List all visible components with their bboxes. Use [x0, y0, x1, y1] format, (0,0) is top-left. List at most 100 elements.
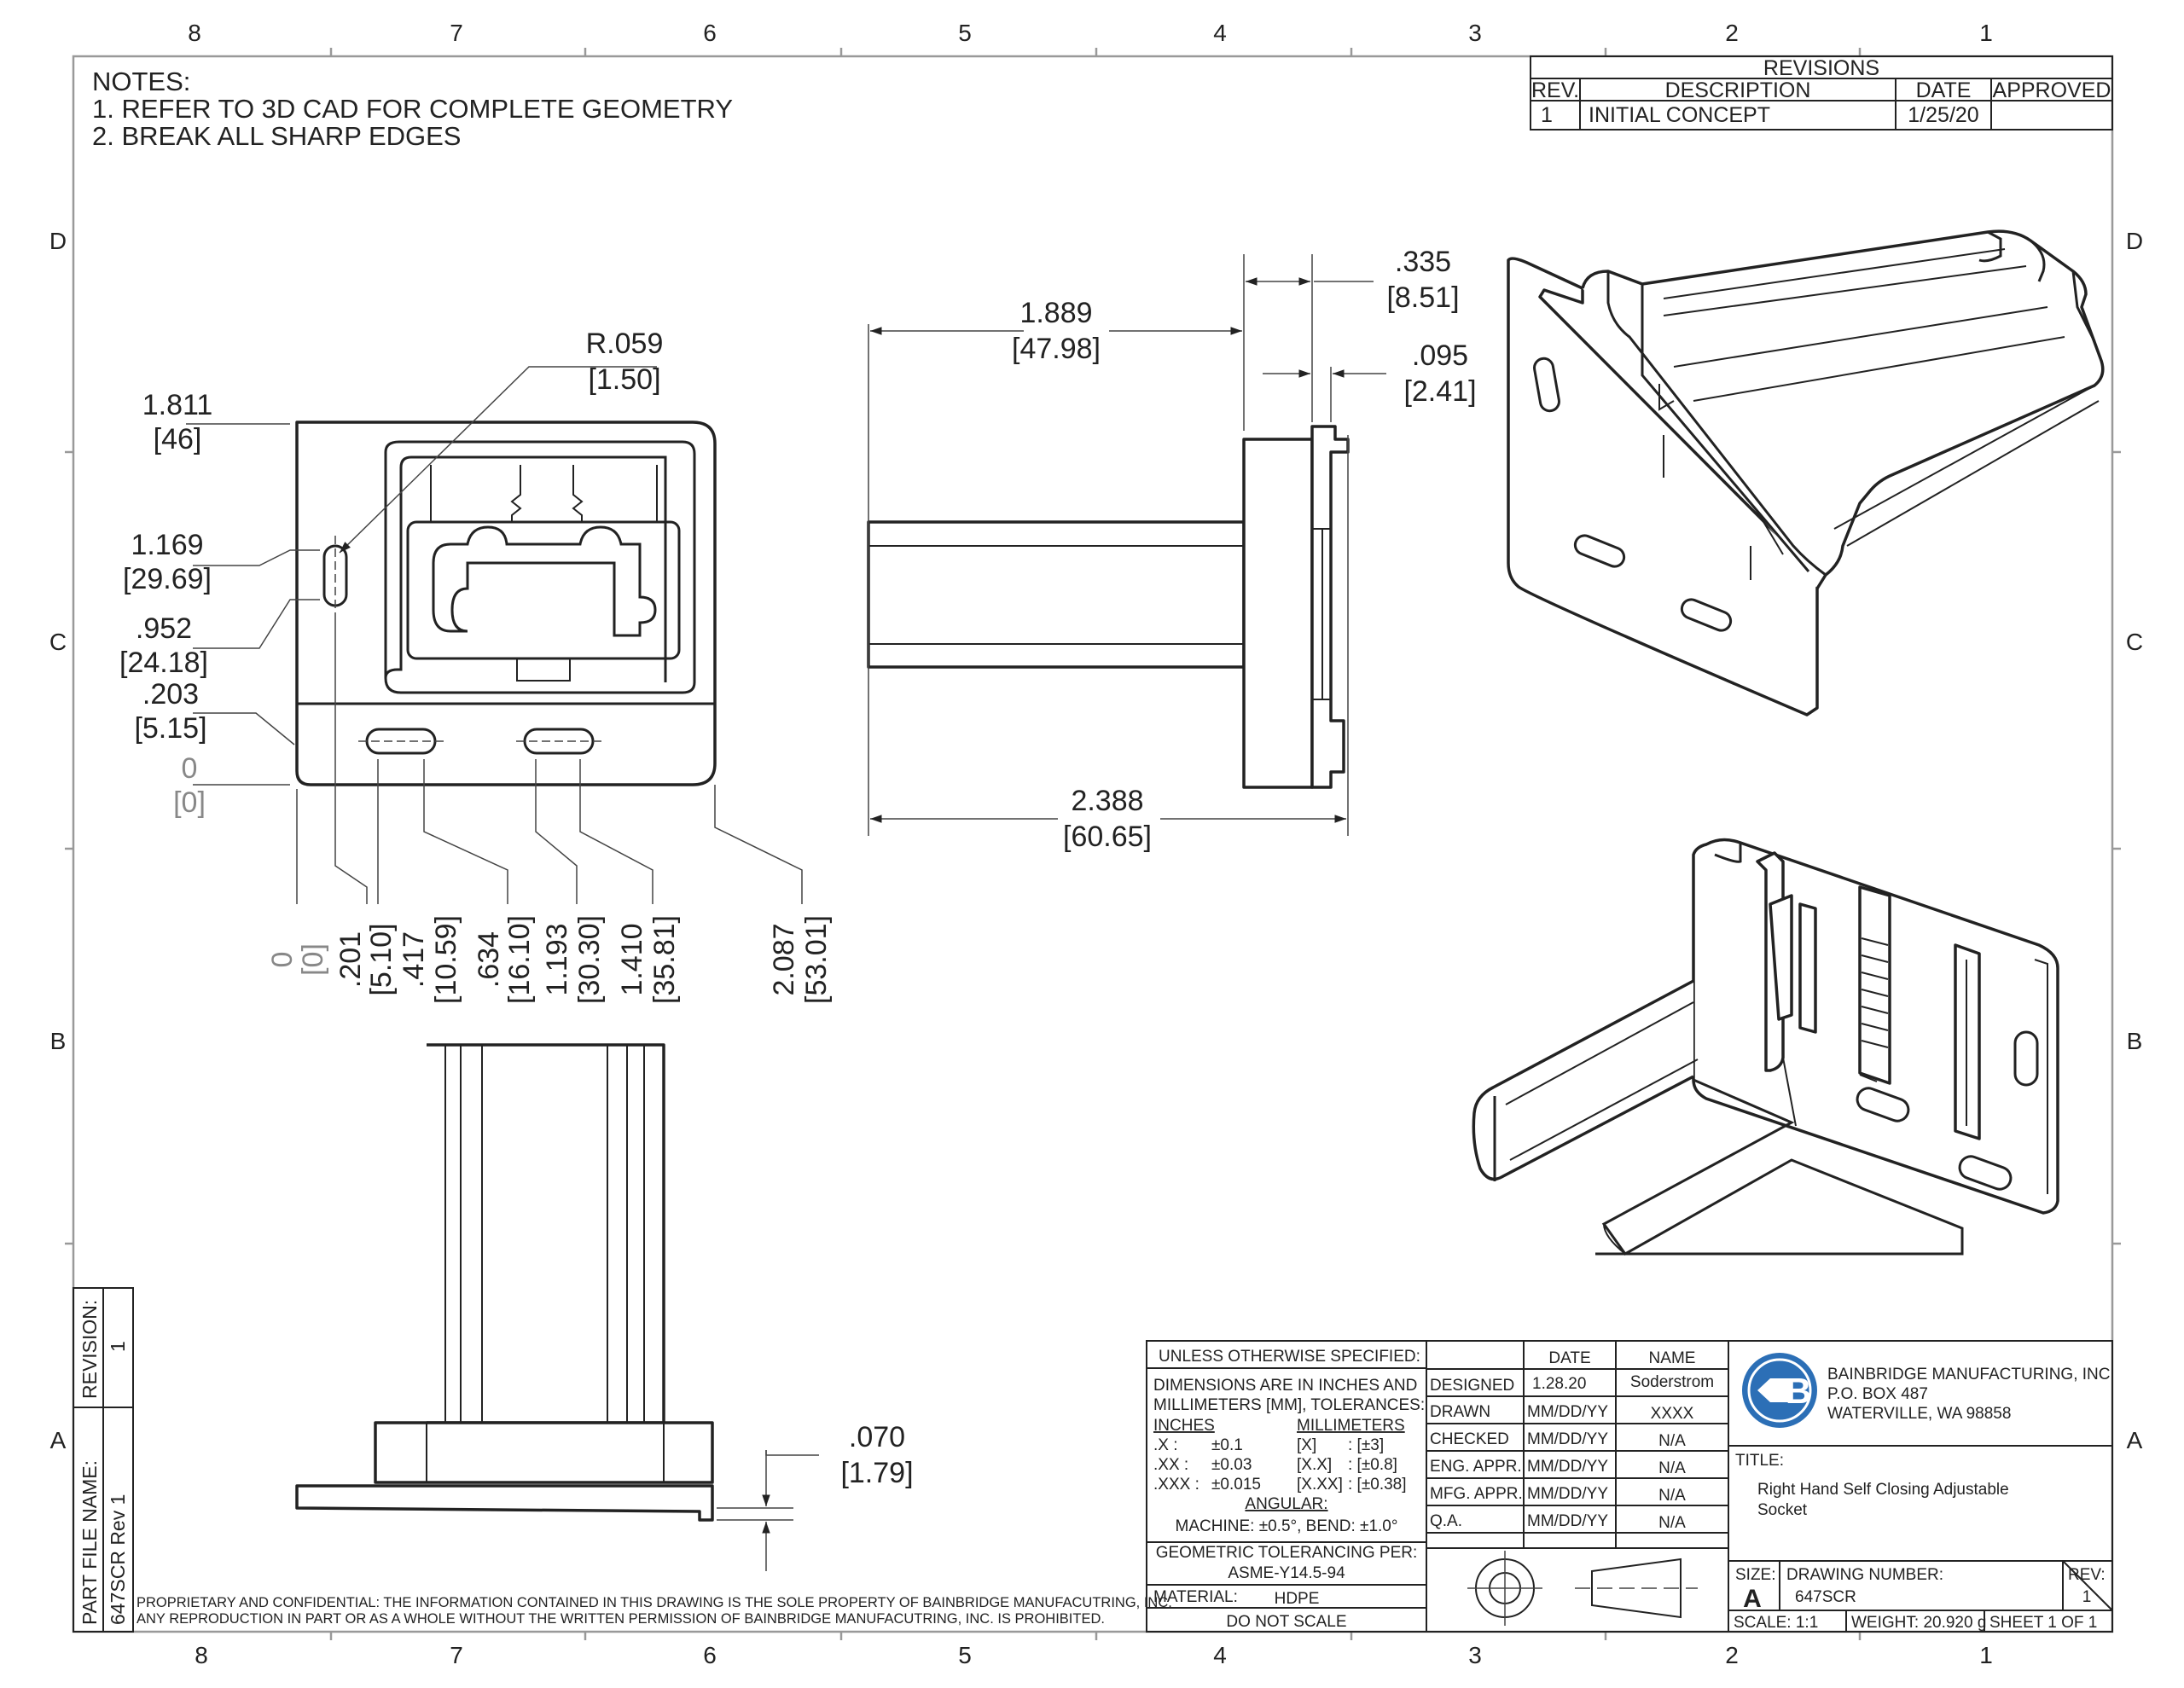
zone-col-label: 5	[958, 1642, 972, 1668]
dim-side-in: 1.889	[1019, 297, 1092, 329]
dim-side-in: 2.388	[1071, 785, 1143, 817]
dim-bottom-in: .417	[398, 931, 430, 988]
zone-row-label: A	[50, 1427, 67, 1453]
zone-col-label: 2	[1725, 1642, 1739, 1668]
dims-note-line: DIMENSIONS ARE IN INCHES AND	[1153, 1377, 1417, 1395]
dim-left-mm: [29.69]	[123, 563, 212, 595]
approval-role: DRAWN	[1430, 1403, 1490, 1421]
zone-labels-bottom: 8 7 6 5 4 3 2 1	[195, 1642, 1993, 1668]
dim-bottom-in: .201	[334, 931, 367, 988]
zone-labels-rows: D C B A D C B A	[49, 228, 2143, 1453]
approval-date: MM/DD/YY	[1527, 1458, 1608, 1476]
approval-name: N/A	[1658, 1487, 1686, 1505]
zone-col-label: 6	[703, 20, 717, 46]
dim-bottom-in: 2.087	[768, 923, 800, 995]
zone-col-label: 4	[1213, 20, 1227, 46]
proprietary-notice: PROPRIETARY AND CONFIDENTIAL: THE INFORM…	[136, 1595, 1172, 1627]
dim-left-in: .203	[142, 678, 199, 711]
dim-bottom-mm: [0]	[297, 943, 329, 976]
dim-bottom-mm: [10.59]	[430, 915, 462, 1004]
dim-left-in: 1.811	[142, 389, 213, 421]
approval-name: N/A	[1658, 1459, 1686, 1477]
projection-symbol	[1467, 1551, 1698, 1626]
gdt-value: ASME-Y14.5-94	[1228, 1564, 1345, 1582]
dim-bottom-in: 0	[266, 952, 299, 968]
zone-col-label: 8	[195, 1642, 208, 1668]
file-name-value: 647SCR Rev 1	[107, 1494, 129, 1625]
dim-side-mm: [47.98]	[1012, 333, 1101, 365]
title-label: TITLE:	[1735, 1452, 1784, 1470]
drawing-number-label: DRAWING NUMBER:	[1786, 1566, 1943, 1584]
proprietary-line: ANY REPRODUCTION IN PART OR AS A WHOLE W…	[136, 1611, 1105, 1627]
side-view-dimensions: 1.889 [47.98] .335 [8.51] .095 [2.41] 2.…	[1012, 246, 1477, 853]
top-view	[295, 1043, 819, 1571]
rev-label: REV:	[2068, 1566, 2106, 1584]
millimeters-label: MILLIMETERS	[1297, 1417, 1405, 1435]
dim-left-mm: [5.15]	[134, 712, 206, 745]
weight: WEIGHT: 20.920 g	[1851, 1614, 1986, 1632]
isometric-view-bottom	[1472, 838, 2059, 1256]
zone-row-label: B	[50, 1028, 67, 1054]
approval-date: MM/DD/YY	[1527, 1485, 1608, 1503]
proprietary-line: PROPRIETARY AND CONFIDENTIAL: THE INFORM…	[136, 1595, 1172, 1610]
zone-col-label: 2	[1725, 20, 1739, 46]
side-panel: REVISION: 1 PART FILE NAME: 647SCR Rev 1	[73, 1287, 134, 1633]
rev-value: 1	[2082, 1588, 2092, 1606]
dims-note-line: MILLIMETERS [MM], TOLERANCES:	[1153, 1396, 1425, 1414]
tol-value: ±0.1	[1211, 1436, 1243, 1454]
date-cell: 1/25/20	[1908, 103, 1978, 127]
revisions-table: REVISIONS REV. DESCRIPTION DATE APPROVED…	[1530, 55, 2113, 131]
tol-place: .X :	[1153, 1436, 1178, 1454]
approval-date: MM/DD/YY	[1527, 1512, 1608, 1530]
dim-left-in: .952	[136, 612, 192, 645]
scale: SCALE: 1:1	[1734, 1614, 1818, 1632]
approval-role: ENG. APPR.	[1430, 1458, 1522, 1476]
dim-bottom-in: 1.410	[616, 923, 648, 995]
revision-label: REVISION:	[78, 1300, 101, 1399]
approvals-name-header: NAME	[1649, 1349, 1696, 1367]
tol-mm-place: [X.X]	[1297, 1456, 1332, 1474]
file-name-label: PART FILE NAME:	[78, 1460, 101, 1625]
tol-place: .XXX :	[1153, 1476, 1199, 1494]
notes: NOTES: 1. REFER TO 3D CAD FOR COMPLETE G…	[92, 67, 733, 151]
approved-header: APPROVED	[1993, 78, 2111, 102]
approvals-date-header: DATE	[1548, 1349, 1590, 1367]
revision-value: 1	[107, 1341, 129, 1352]
dim-side-mm: [8.51]	[1386, 281, 1459, 314]
dim-radius-mm: [1.50]	[588, 363, 660, 396]
front-view	[186, 366, 803, 904]
tol-mm-place: [X.XX]	[1297, 1476, 1343, 1494]
approval-name: Soderstrom	[1630, 1373, 1714, 1391]
isometric-view-top	[1507, 229, 2105, 716]
dim-bottom-mm: [35.81]	[648, 915, 681, 1004]
side-view	[867, 254, 1386, 836]
approval-name: N/A	[1658, 1514, 1686, 1532]
dim-side-mm: [2.41]	[1403, 375, 1476, 408]
dim-left-in: 1.169	[131, 529, 203, 561]
zone-row-label: B	[2127, 1028, 2143, 1054]
dim-radius-in: R.059	[586, 328, 664, 360]
dim-left-mm: [24.18]	[119, 647, 208, 679]
dim-top-in: .070	[849, 1421, 905, 1453]
company-line: WATERVILLE, WA 98858	[1827, 1405, 2011, 1423]
zone-row-label: D	[49, 228, 67, 254]
front-view-dimensions: R.059 [1.50] 1.811 [46] 1.169 [29.69] .9…	[119, 328, 833, 1004]
title-line: Socket	[1757, 1501, 1808, 1519]
zone-col-label: 3	[1468, 1642, 1482, 1668]
zone-col-label: 5	[958, 20, 972, 46]
approval-role: CHECKED	[1430, 1430, 1509, 1448]
logo-letter: B	[1786, 1371, 1811, 1411]
tol-value: ±0.03	[1211, 1456, 1252, 1474]
dim-bottom-in: .634	[473, 931, 505, 988]
tol-mm-value: : [±0.8]	[1348, 1456, 1397, 1474]
zone-col-label: 1	[1979, 1642, 1993, 1668]
tol-mm-place: [X]	[1297, 1436, 1316, 1454]
approval-date: MM/DD/YY	[1527, 1403, 1608, 1421]
notes-title: NOTES:	[92, 67, 190, 96]
tol-mm-value: : [±0.38]	[1348, 1476, 1407, 1494]
company-line: BAINBRIDGE MANUFACTURING, INC	[1827, 1366, 2110, 1383]
zone-labels-top: 8 7 6 5 4 3 2 1	[188, 20, 1993, 46]
dim-side-in: .335	[1395, 246, 1451, 278]
tol-value: ±0.015	[1211, 1476, 1261, 1494]
